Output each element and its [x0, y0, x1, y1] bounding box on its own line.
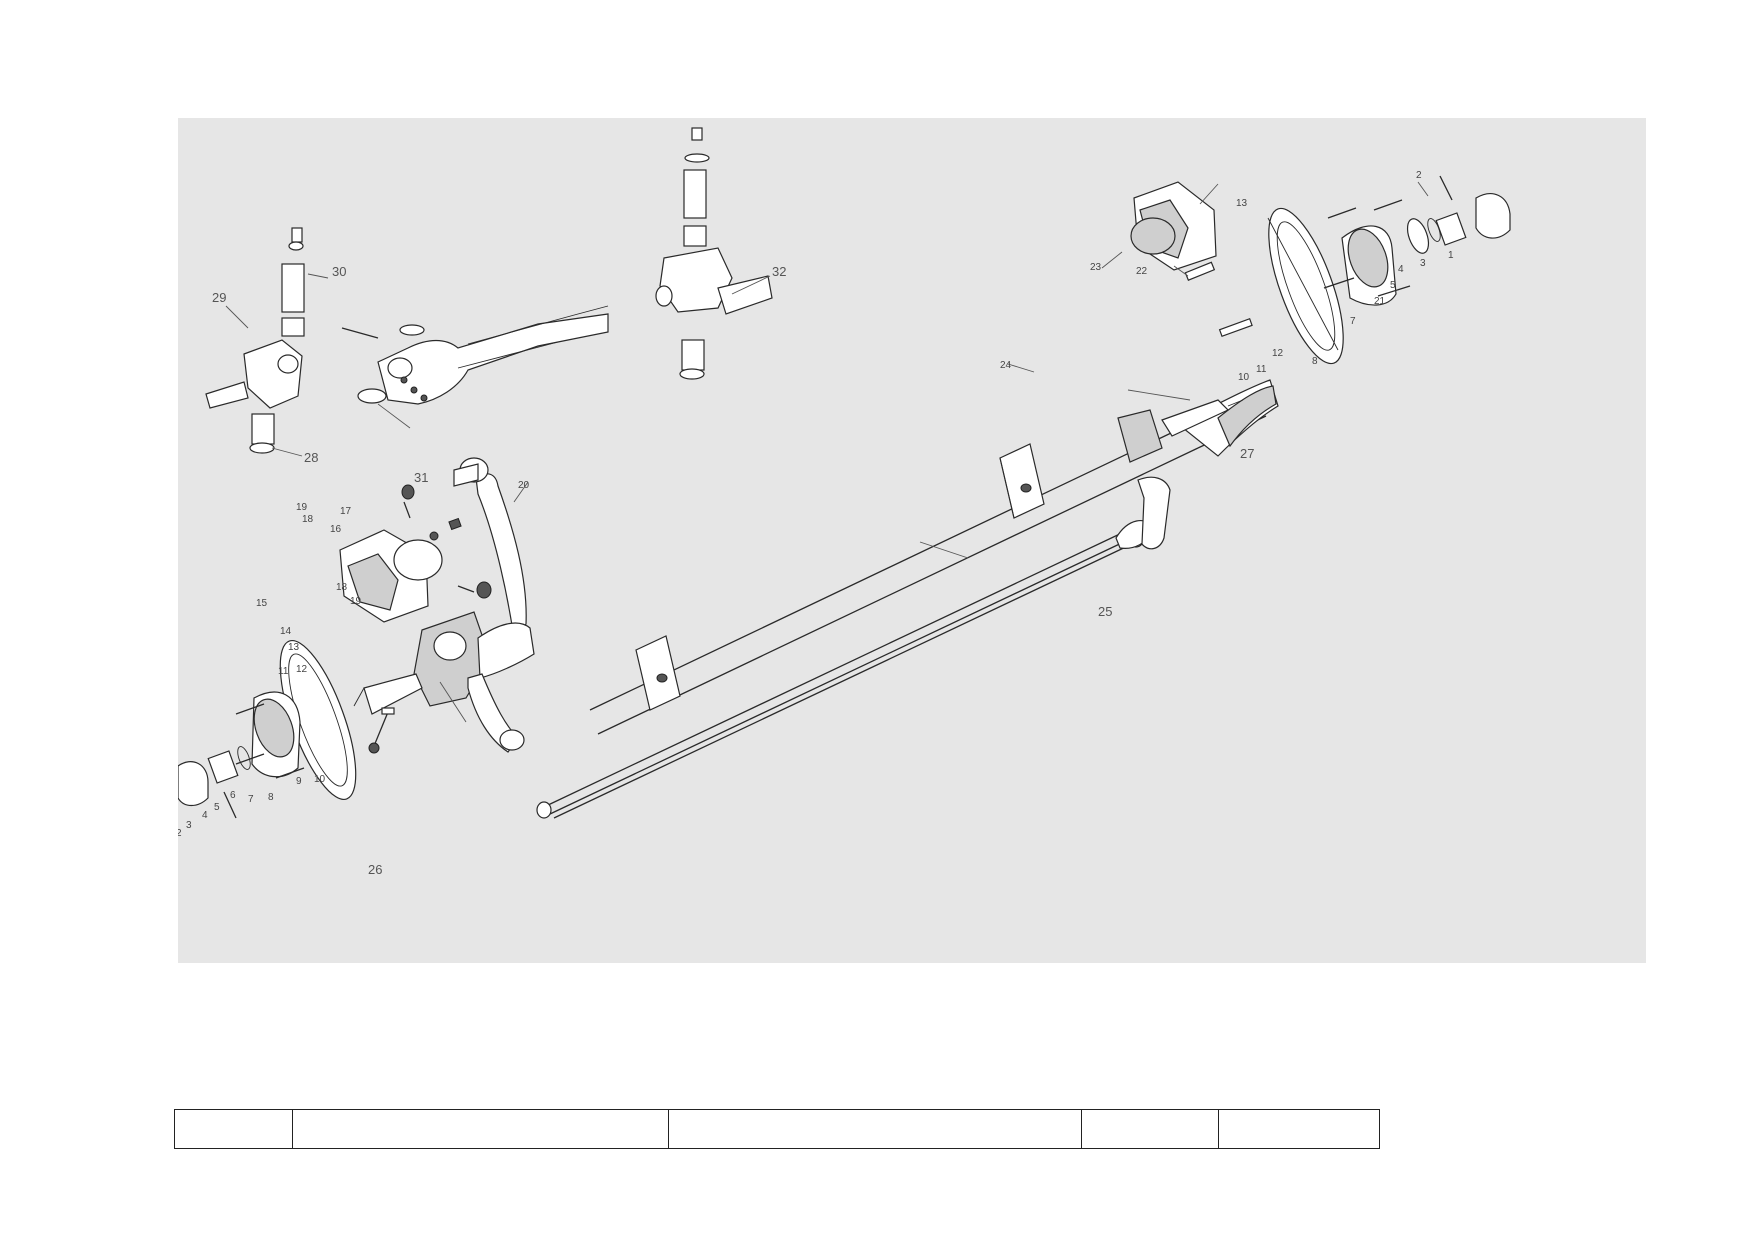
callout-19b: 19 — [350, 596, 362, 607]
callout-18b: 18 — [336, 582, 348, 593]
right-knuckle-assembly — [1117, 175, 1511, 550]
knuckle-kit-inset — [655, 127, 773, 380]
callout-28: 28 — [304, 450, 318, 465]
callout-9: 9 — [296, 776, 302, 787]
callout-labels: 1 2 3 4 5 7 8 10 11 12 13 21 22 23 24 25… — [178, 170, 1454, 877]
callout-12b: 12 — [296, 664, 308, 675]
callout-19: 19 — [296, 502, 308, 513]
callout-18: 18 — [302, 514, 314, 525]
title-block-cell — [293, 1110, 669, 1148]
callout-29: 29 — [212, 290, 226, 305]
callout-11b: 11 — [278, 666, 289, 677]
callout-16: 16 — [330, 524, 342, 535]
callout-10: 10 — [1238, 372, 1250, 383]
callout-5: 5 — [1390, 280, 1396, 291]
callout-1: 1 — [1448, 250, 1454, 261]
callout-10b: 10 — [314, 774, 326, 785]
callout-3: 3 — [1420, 258, 1426, 269]
callout-14: 14 — [280, 626, 292, 637]
title-block-cell — [1219, 1110, 1379, 1148]
left-knuckle-assembly — [178, 457, 535, 819]
callout-11: 11 — [1256, 364, 1267, 375]
callout-27: 27 — [1240, 446, 1254, 461]
callout-3b: 3 — [186, 820, 192, 831]
tie-rod — [536, 520, 1155, 819]
callout-12: 12 — [1272, 348, 1284, 359]
callout-13: 13 — [1236, 198, 1248, 209]
callout-24: 24 — [1000, 360, 1012, 371]
callout-6: 6 — [230, 790, 236, 801]
callout-8: 8 — [1312, 356, 1318, 367]
callout-5b: 5 — [214, 802, 220, 813]
title-block-table — [174, 1109, 1380, 1149]
kingpin-kit-inset — [205, 227, 305, 454]
callout-7b: 7 — [248, 794, 254, 805]
callout-32: 32 — [772, 264, 786, 279]
callout-13b: 13 — [288, 642, 300, 653]
callout-23: 23 — [1090, 262, 1102, 273]
callout-2: 2 — [1416, 170, 1422, 181]
exploded-parts-diagram: 1 2 3 4 5 7 8 10 11 12 13 21 22 23 24 25… — [178, 118, 1646, 963]
callout-7: 7 — [1350, 316, 1356, 327]
callout-30: 30 — [332, 264, 346, 279]
axle-end-inset — [341, 305, 609, 405]
callout-4b: 4 — [202, 810, 208, 821]
leader-lines — [225, 181, 1429, 723]
callout-2b: 2 — [178, 828, 182, 839]
callout-20: 20 — [518, 480, 530, 491]
callout-22: 22 — [1136, 266, 1148, 277]
callout-8b: 8 — [268, 792, 274, 803]
callout-21: 21 — [1374, 296, 1386, 307]
callout-26: 26 — [368, 862, 382, 877]
title-block-cell — [669, 1110, 1082, 1148]
callout-15: 15 — [256, 598, 268, 609]
callout-4: 4 — [1398, 264, 1404, 275]
callout-25: 25 — [1098, 604, 1112, 619]
title-block-cell — [175, 1110, 293, 1148]
callout-31: 31 — [414, 470, 428, 485]
callout-17: 17 — [340, 506, 352, 517]
title-block-cell — [1082, 1110, 1219, 1148]
axle-assembly-drawing: 1 2 3 4 5 7 8 10 11 12 13 21 22 23 24 25… — [178, 127, 1511, 877]
